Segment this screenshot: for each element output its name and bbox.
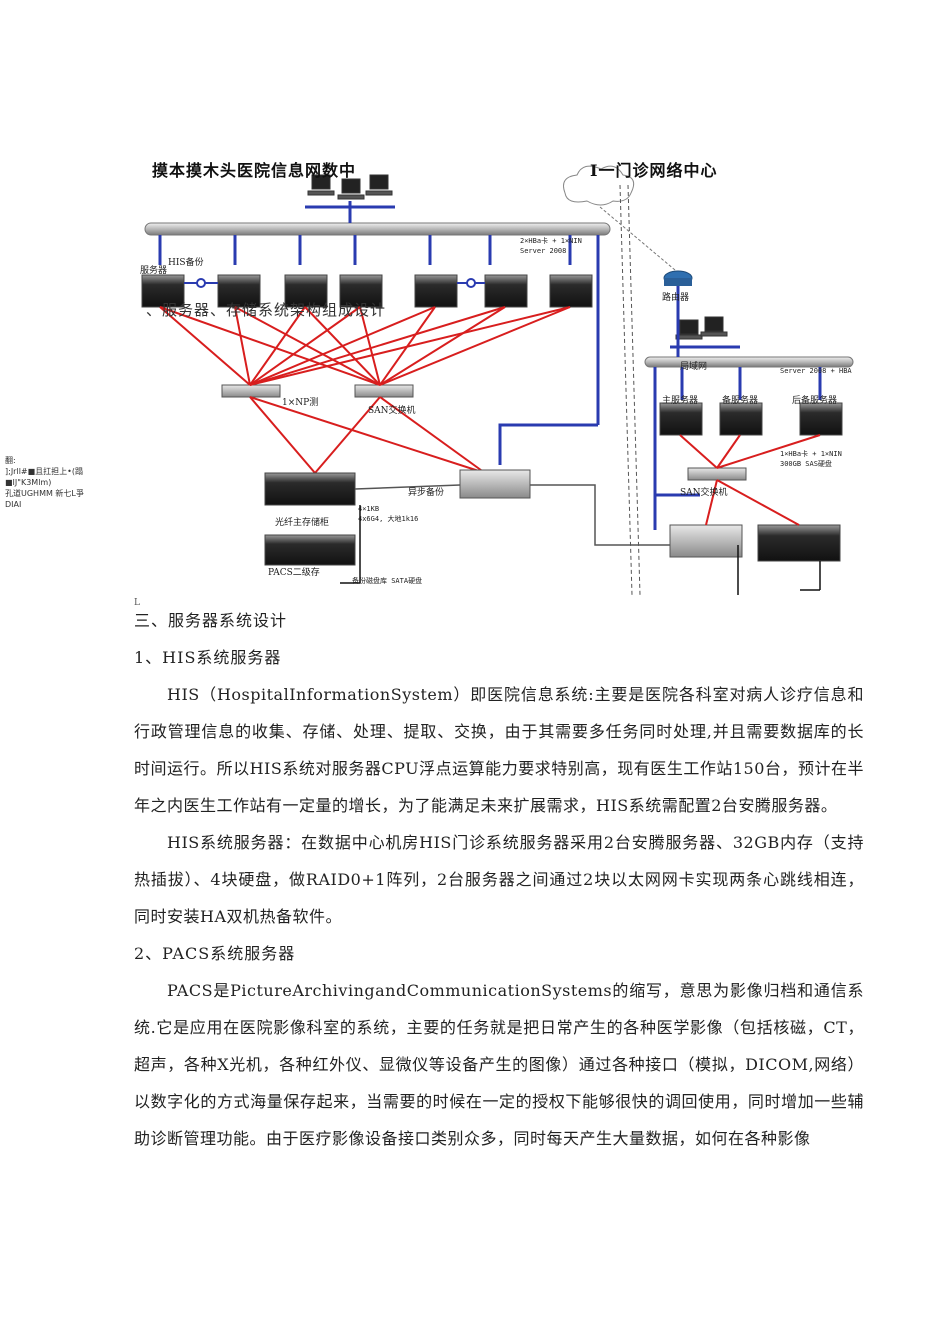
label-backup-server: 备服务器 <box>722 396 759 406</box>
document-body: 三、服务器系统设计 1、HIS系统服务器 HIS（HospitalInforma… <box>134 602 864 1157</box>
label-pacs-secondary: PACS二级存 <box>268 568 320 578</box>
label-switch-left: 1×NP测 <box>282 398 319 408</box>
label-server-room: 服务器 <box>140 266 168 276</box>
network-architecture-diagram: 摸本摸木头医院信息网数中 I一门诊网络中心 HIS备份 服务器 2×HBa卡 +… <box>140 145 860 595</box>
diagram-title-left: 摸本摸木头医院信息网数中 <box>152 161 357 180</box>
workstation-group-right <box>675 316 728 340</box>
label-router: 路由器 <box>662 293 690 303</box>
section-heading-architecture: 、服务器、存储系统架构组成设计 <box>146 301 387 319</box>
section-heading-3: 三、服务器系统设计 <box>134 611 288 630</box>
side-note-line: ■IJ"K3Mlm) <box>5 478 52 487</box>
workstation-group-top <box>307 174 393 200</box>
label-spec-bottom: 备份磁盘库 SATA硬盘 <box>352 577 423 585</box>
label-spec-right-top: Server 2008 + HBA <box>780 367 852 375</box>
label-san-switch: SAN交换机 <box>368 406 416 416</box>
label-lan: 局域网 <box>680 362 708 372</box>
label-spec-top2: Server 2008 <box>520 247 567 255</box>
server-row-right <box>659 402 843 562</box>
paragraph-his-server: HIS系统服务器：在数据中心机房HIS门诊系统服务器采用2台安腾服务器、32GB… <box>134 833 864 926</box>
label-spec-top: 2×HBa卡 + 1×NIN <box>520 237 582 245</box>
label-backup-storage: 异步备份 <box>408 488 445 498</box>
side-note-line: DIAI <box>5 500 22 509</box>
side-note-line: 翻: <box>5 456 16 465</box>
label-san-switch-right: SAN交换机 <box>680 488 728 498</box>
side-note: 翻: ];Jrll#■且扛担上•(蹋 ■IJ"K3Mlm) 孔道UGHMM 新七… <box>5 455 84 510</box>
label-primary-storage: 光纤主存储柜 <box>275 518 330 528</box>
server-row-top <box>141 274 593 308</box>
diagram-graphics <box>141 165 854 595</box>
paragraph-his-intro: HIS（HospitalInformationSystem）即医院信息系统:主要… <box>134 685 864 815</box>
subheading-pacs: 2、PACS系统服务器 <box>134 944 296 963</box>
paragraph-pacs-intro: PACS是PictureArchivingandCommunicationSys… <box>134 981 864 1148</box>
label-spec-right: 1×HBa卡 + 1×NIN <box>780 450 842 458</box>
side-note-line: ];Jrll#■且扛担上•(蹋 <box>5 467 84 476</box>
subheading-his: 1、HIS系统服务器 <box>134 648 282 667</box>
label-emergency-server: 后备服务器 <box>792 396 838 406</box>
label-spec-mid: 4×1KB <box>358 505 380 513</box>
diagram-title-right: I一门诊网络中心 <box>590 161 718 180</box>
label-his-backup: HIS备份 <box>168 258 204 268</box>
tiny-mark: L <box>134 598 140 608</box>
label-main-server: 主服务器 <box>662 396 699 406</box>
side-note-line: 孔道UGHMM 新七L爭 <box>5 489 84 498</box>
label-spec-right3: 300GB SAS硬盘 <box>780 460 832 468</box>
label-spec-mid2: 4x6G4, 大地1k16 <box>358 515 419 523</box>
